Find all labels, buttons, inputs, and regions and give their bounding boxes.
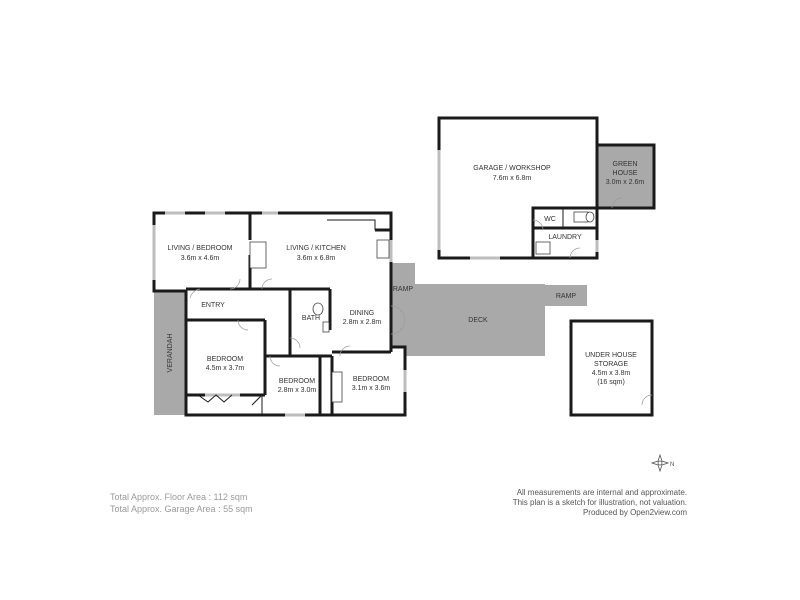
verandah-area <box>154 291 186 415</box>
wc-name: WC <box>544 216 556 223</box>
green-house-name-1: GREEN <box>613 161 638 168</box>
garage-walls <box>437 116 599 260</box>
ramp-right-area <box>545 285 587 306</box>
disclaimer-line-3: Produced by Open2view.com <box>582 508 687 517</box>
disclaimer: All measurements are internal and approx… <box>513 488 687 518</box>
living-kitchen-size: 3.6m x 6.8m <box>297 255 336 262</box>
green-house-name-2: HOUSE <box>613 170 638 177</box>
deck-area <box>405 284 545 356</box>
under-house-name-1: UNDER HOUSE <box>585 352 637 359</box>
verandah-name: VERANDAH <box>167 334 174 373</box>
green-house-size: 3.0m x 2.6m <box>606 179 645 186</box>
bedroom1-size: 4.5m x 3.7m <box>206 365 245 372</box>
under-house-size: 4.5m x 3.8m <box>592 370 631 377</box>
disclaimer-line-2: This plan is a sketch for illustration, … <box>512 498 687 507</box>
living-bedroom-size: 3.6m x 4.6m <box>181 255 220 262</box>
svg-text:N: N <box>670 462 674 468</box>
bedroom3-name: BEDROOM <box>353 376 389 383</box>
compass-rose-icon: N <box>650 453 674 473</box>
bedroom3-size: 3.1m x 3.6m <box>352 385 391 392</box>
disclaimer-line-1: All measurements are internal and approx… <box>516 488 687 497</box>
house-walls <box>152 211 407 417</box>
dining-name: DINING <box>350 310 375 317</box>
bath-name: BATH <box>302 315 320 322</box>
green-house-area <box>597 145 654 208</box>
under-house-walls <box>569 319 654 417</box>
ramp-left-area <box>391 263 415 347</box>
dining-size: 2.8m x 2.8m <box>343 319 382 326</box>
garage-name: GARAGE / WORKSHOP <box>473 165 551 172</box>
bedroom2-size: 2.8m x 3.0m <box>278 387 317 394</box>
deck-name: DECK <box>468 317 488 324</box>
garage-area-text: Total Approx. Garage Area : 55 sqm <box>110 504 253 514</box>
living-bedroom-name: LIVING / BEDROOM <box>168 245 233 252</box>
floor-area-text: Total Approx. Floor Area : 112 sqm <box>110 492 248 502</box>
bedroom2-name: BEDROOM <box>279 378 315 385</box>
laundry-name: LAUNDRY <box>548 234 582 241</box>
ramp-right-name: RAMP <box>556 293 577 300</box>
ramp-left-name: RAMP <box>393 286 414 293</box>
green-house-walls <box>597 143 656 210</box>
under-house-area: (16 sqm) <box>597 379 625 386</box>
garage-size: 7.6m x 6.8m <box>493 175 532 182</box>
under-house-name-2: STORAGE <box>594 361 628 368</box>
entry-name: ENTRY <box>201 302 225 309</box>
bedroom1-name: BEDROOM <box>207 356 243 363</box>
living-kitchen-name: LIVING / KITCHEN <box>286 245 346 252</box>
area-summary: Total Approx. Floor Area : 112 sqm Total… <box>110 491 253 515</box>
